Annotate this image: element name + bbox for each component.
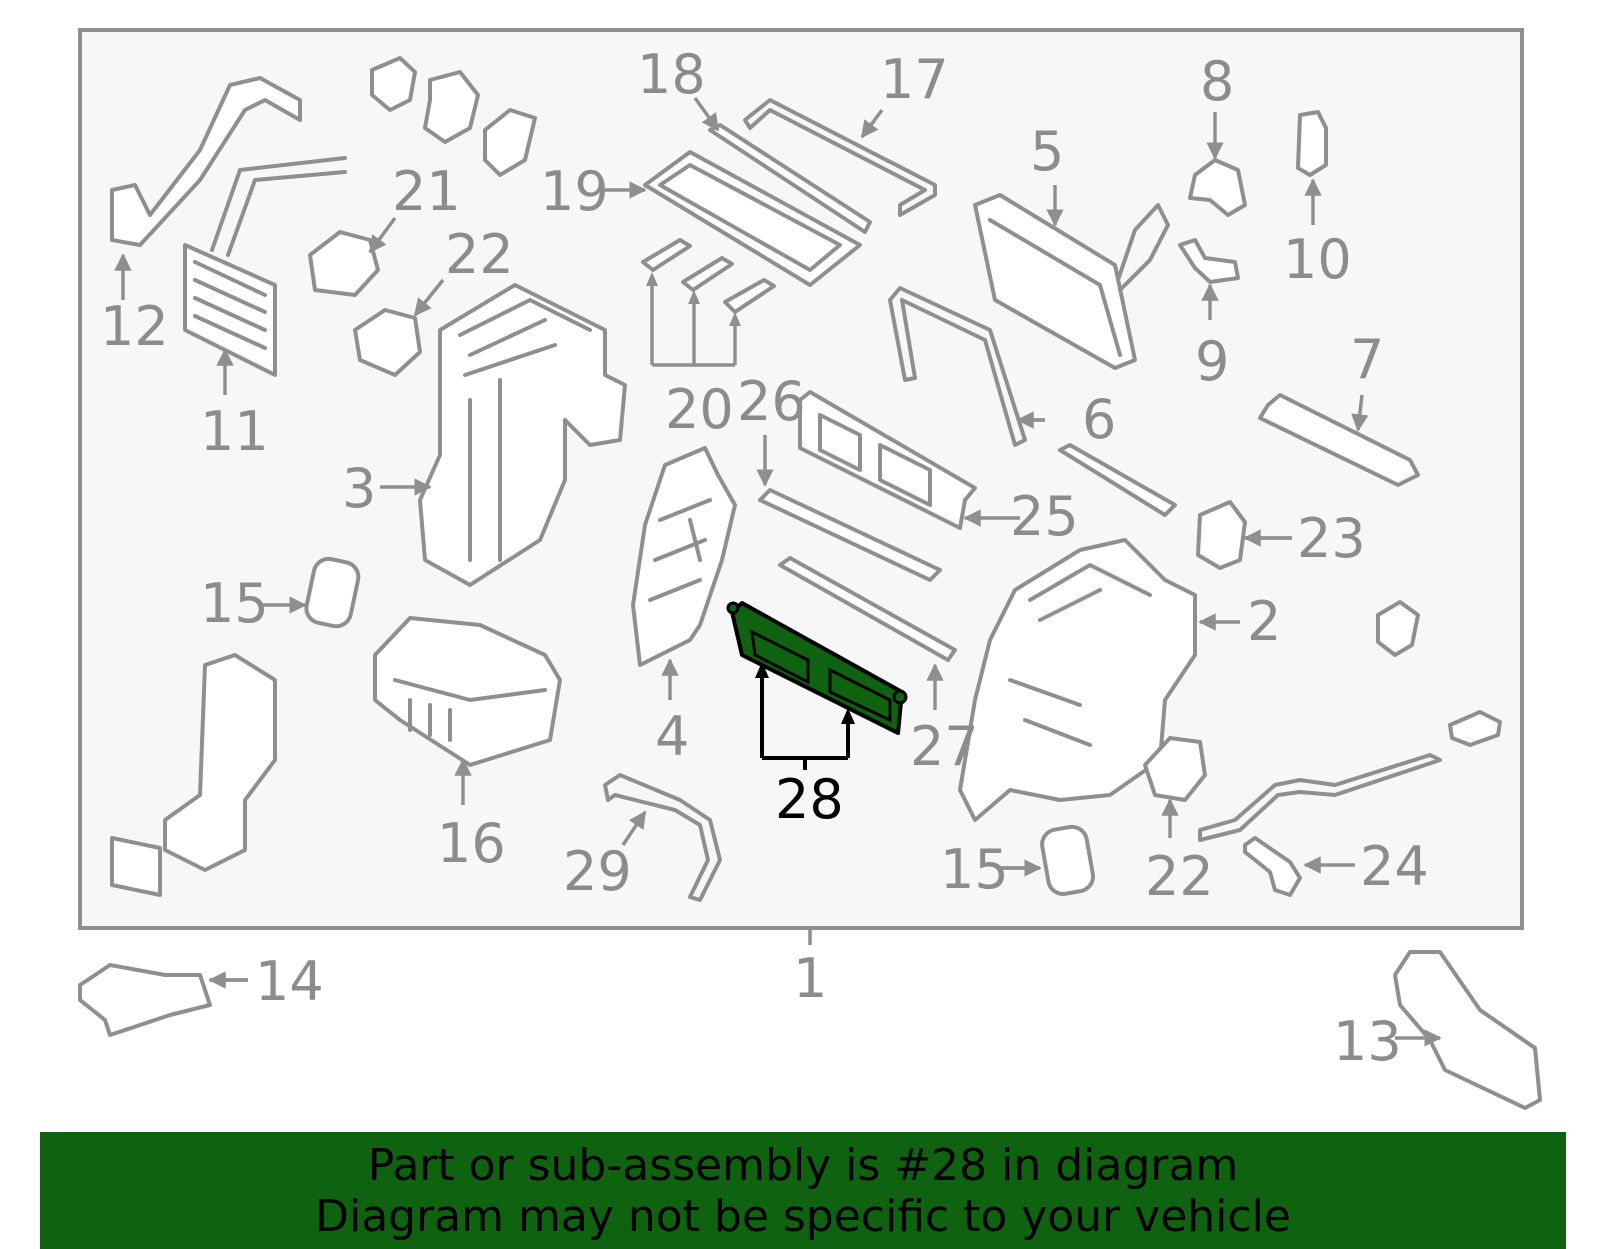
part-strip bbox=[1058, 443, 1177, 517]
part-25-door bbox=[798, 390, 977, 530]
callout-3: 3 bbox=[342, 457, 376, 520]
callout-22-lower: 22 bbox=[1145, 845, 1214, 908]
part-2-housing bbox=[958, 538, 1197, 822]
part-10-sensor bbox=[1296, 110, 1328, 177]
part-27-rod bbox=[778, 556, 957, 662]
part-15-gasket-a bbox=[304, 556, 361, 629]
part-29-hose bbox=[603, 773, 722, 902]
part-15-gasket-b bbox=[1040, 824, 1096, 896]
callout-19: 19 bbox=[540, 160, 609, 223]
part-8-bracket bbox=[1188, 158, 1247, 217]
callout-26: 26 bbox=[737, 370, 806, 433]
callout-29: 29 bbox=[563, 840, 632, 903]
callout-23: 23 bbox=[1297, 507, 1366, 570]
callout-numbers: 12 11 21 22 3 15 16 14 18 17 19 20 26 6 … bbox=[100, 43, 1429, 1073]
part-rear-duct bbox=[110, 653, 277, 897]
banner-line-1: Part or sub-assembly is #28 in diagram bbox=[367, 1139, 1239, 1191]
part-24-pipe bbox=[1243, 836, 1302, 897]
part-12-duct bbox=[110, 76, 302, 247]
callout-9: 9 bbox=[1195, 330, 1229, 393]
part-4-door bbox=[631, 446, 737, 667]
callout-27: 27 bbox=[910, 715, 979, 778]
callout-2: 2 bbox=[1247, 590, 1281, 653]
part-hose-right bbox=[1198, 753, 1442, 842]
part-connector-right bbox=[1448, 710, 1502, 747]
part-13-duct bbox=[1393, 950, 1542, 1110]
part-9-bracket bbox=[1178, 238, 1240, 284]
callout-21: 21 bbox=[392, 160, 461, 223]
callout-1: 1 bbox=[793, 947, 827, 1010]
callout-8: 8 bbox=[1200, 50, 1234, 113]
part-actuator-top-c bbox=[483, 108, 537, 177]
part-3-housing bbox=[418, 283, 627, 587]
part-22-actuator-b bbox=[1143, 736, 1207, 802]
callout-12: 12 bbox=[100, 295, 169, 358]
callout-11: 11 bbox=[200, 400, 269, 463]
callout-25: 25 bbox=[1010, 485, 1079, 548]
callout-5: 5 bbox=[1030, 120, 1064, 183]
callout-24: 24 bbox=[1360, 835, 1429, 898]
callout-15: 15 bbox=[200, 572, 269, 635]
callout-16: 16 bbox=[437, 812, 506, 875]
leader-lines bbox=[114, 96, 1442, 1047]
callout-22: 22 bbox=[445, 223, 514, 286]
part-19-filter bbox=[643, 150, 862, 287]
callout-20: 20 bbox=[665, 378, 734, 441]
part-16-case-lower bbox=[373, 616, 562, 767]
part-11-heater-core bbox=[183, 156, 347, 377]
part-17-seal bbox=[743, 98, 937, 217]
part-22-actuator-a bbox=[353, 308, 422, 377]
part-7-rail bbox=[1258, 393, 1420, 487]
part-6-seal bbox=[888, 286, 1027, 447]
part-20-pads bbox=[641, 238, 776, 314]
part-14-duct bbox=[78, 963, 212, 1037]
banner-line-2: Diagram may not be specific to your vehi… bbox=[315, 1190, 1291, 1242]
part-5-evaporator bbox=[973, 193, 1170, 370]
callout-7: 7 bbox=[1350, 328, 1384, 391]
callout-6: 6 bbox=[1082, 388, 1116, 451]
callout-4: 4 bbox=[655, 705, 689, 768]
callout-28: 28 bbox=[775, 768, 844, 831]
callout-14: 14 bbox=[255, 950, 324, 1013]
part-actuator-top-b bbox=[423, 70, 480, 144]
callout-10: 10 bbox=[1283, 228, 1352, 291]
part-cap bbox=[1376, 600, 1420, 657]
part-21-actuator bbox=[308, 230, 380, 297]
part-actuator-top-a bbox=[370, 56, 417, 112]
info-banner: Part or sub-assembly is #28 in diagram D… bbox=[40, 1132, 1566, 1249]
part-26-door bbox=[758, 488, 942, 582]
callout-18: 18 bbox=[637, 43, 706, 106]
callout-17: 17 bbox=[880, 48, 949, 111]
part-28-highlighted[interactable] bbox=[726, 601, 908, 735]
callout-13: 13 bbox=[1333, 1010, 1402, 1073]
part-23-sensor bbox=[1196, 500, 1247, 570]
callout-15-lower: 15 bbox=[940, 838, 1009, 901]
